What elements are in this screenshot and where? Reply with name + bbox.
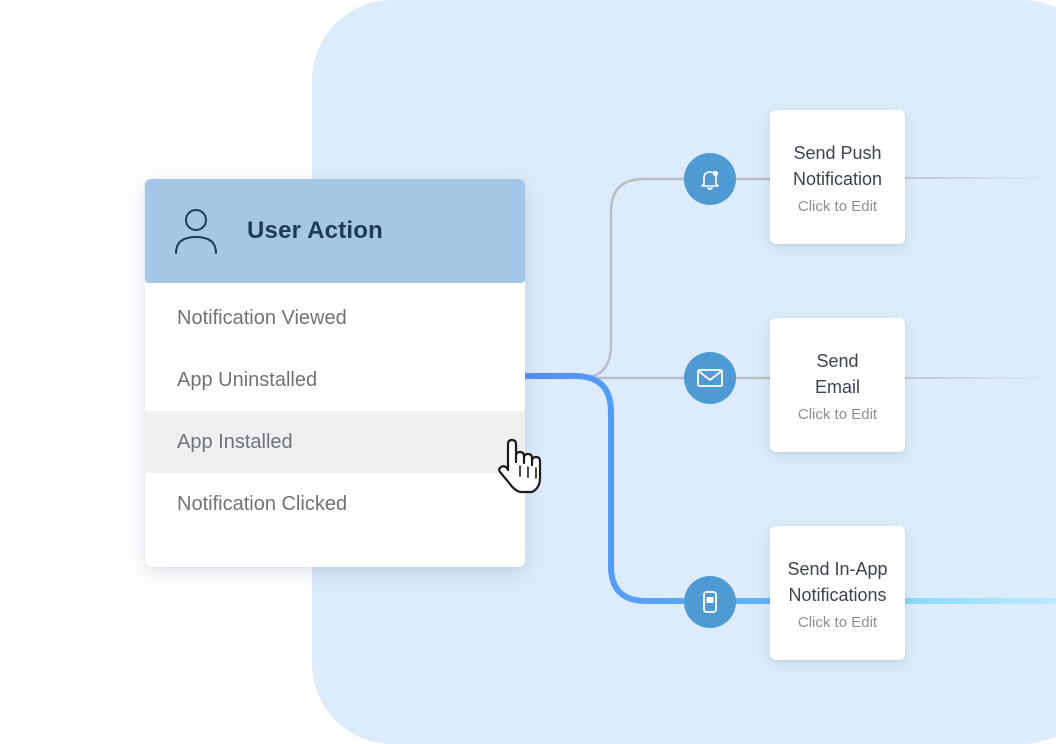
- step-card-push[interactable]: Send Push Notification Click to Edit: [770, 110, 905, 244]
- action-item-app-uninstalled[interactable]: App Uninstalled: [177, 369, 318, 391]
- step-title-email: Send Email: [814, 350, 860, 397]
- step-title-push: Send Push Notification: [792, 142, 883, 189]
- connector-push: [579, 177, 770, 380]
- email-node[interactable]: [684, 352, 736, 404]
- connector-inapp-active: [522, 373, 773, 604]
- step-title-inapp: Send In-App Notifications: [787, 558, 888, 605]
- action-item-app-installed[interactable]: App Installed: [145, 411, 525, 473]
- inapp-node[interactable]: [684, 576, 736, 628]
- user-action-title: User Action: [247, 217, 384, 244]
- step-edit-email[interactable]: Click to Edit: [797, 405, 878, 423]
- phone-icon: [703, 591, 717, 613]
- step-edit-inapp[interactable]: Click to Edit: [797, 613, 878, 631]
- step-card-inapp[interactable]: Send In-App Notifications Click to Edit: [770, 526, 905, 660]
- user-action-list: Notification Viewed App Uninstalled App …: [145, 287, 525, 535]
- step-edit-push[interactable]: Click to Edit: [797, 197, 878, 215]
- user-action-header: User Action: [145, 179, 525, 283]
- pointer-hand-icon: [498, 438, 542, 494]
- step-card-email[interactable]: Send Email Click to Edit: [770, 318, 905, 452]
- action-item-notification-clicked[interactable]: Notification Clicked: [177, 493, 348, 515]
- envelope-icon: [697, 369, 723, 387]
- user-action-card: User Action Notification Viewed App Unin…: [145, 179, 525, 567]
- user-icon: [175, 209, 217, 254]
- action-item-notification-viewed[interactable]: Notification Viewed: [177, 307, 347, 329]
- push-node[interactable]: [684, 153, 736, 205]
- bell-icon: [701, 170, 719, 190]
